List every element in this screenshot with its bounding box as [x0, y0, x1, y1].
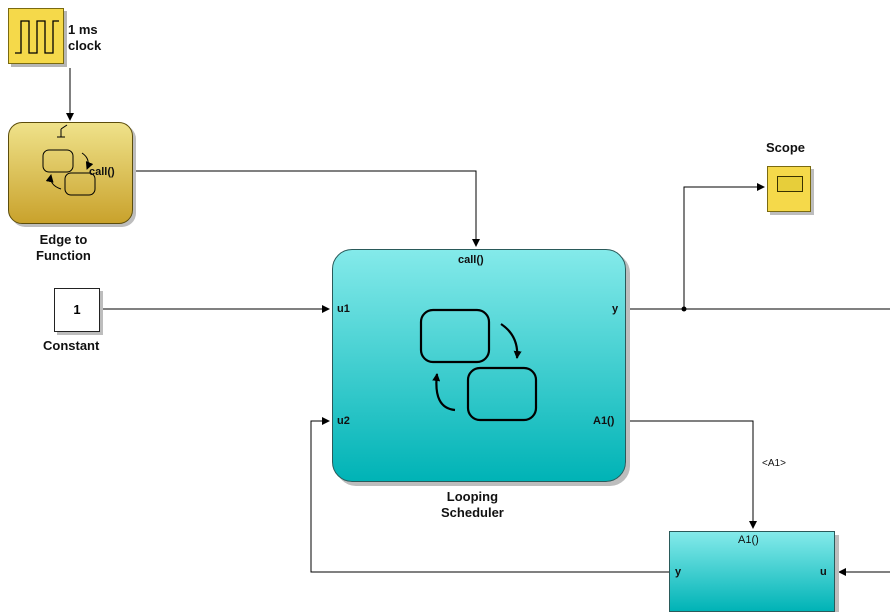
scheduler-call-port: call()	[458, 254, 484, 266]
a1-signal-label: <A1>	[762, 458, 786, 469]
scope-block[interactable]	[767, 166, 811, 212]
constant-block[interactable]: 1	[54, 288, 100, 332]
a1-call-line	[626, 420, 757, 529]
edge-to-function-block[interactable]: call()	[8, 122, 133, 224]
clock-label: 1 ms clock	[68, 22, 102, 53]
edge-call-port: call()	[89, 166, 115, 178]
constant-value: 1	[73, 302, 81, 317]
looping-scheduler-label: Looping Scheduler	[441, 489, 504, 520]
looping-scheduler-block[interactable]: call() u1 u2 y A1()	[332, 249, 626, 482]
scheduler-u2-port: u2	[337, 415, 350, 427]
a1-subsystem-title: A1()	[738, 534, 759, 546]
constant-label: Constant	[43, 338, 100, 353]
a1-subsystem-block[interactable]: A1() y u	[669, 531, 835, 612]
a1-subsystem-y-port: y	[675, 566, 682, 578]
scheduler-u1-port: u1	[337, 303, 350, 315]
scheduler-y-port: y	[612, 303, 619, 315]
edge-to-function-label: Edge to Function	[36, 232, 91, 263]
y-to-scope-line	[683, 183, 765, 309]
edge-call-to-scheduler-line	[134, 170, 480, 247]
feedback-y-to-u2-line	[310, 417, 669, 573]
state-chart-icon	[419, 308, 538, 422]
scope-label: Scope	[766, 140, 806, 155]
state-chart-icon	[42, 124, 96, 196]
scheduler-a1-port: A1()	[593, 415, 615, 427]
square-wave-icon	[15, 20, 59, 54]
scope-screen-icon	[777, 176, 803, 192]
branch-point	[681, 306, 687, 312]
clock-block[interactable]	[8, 8, 64, 64]
a1-subsystem-u-port: u	[820, 566, 827, 578]
